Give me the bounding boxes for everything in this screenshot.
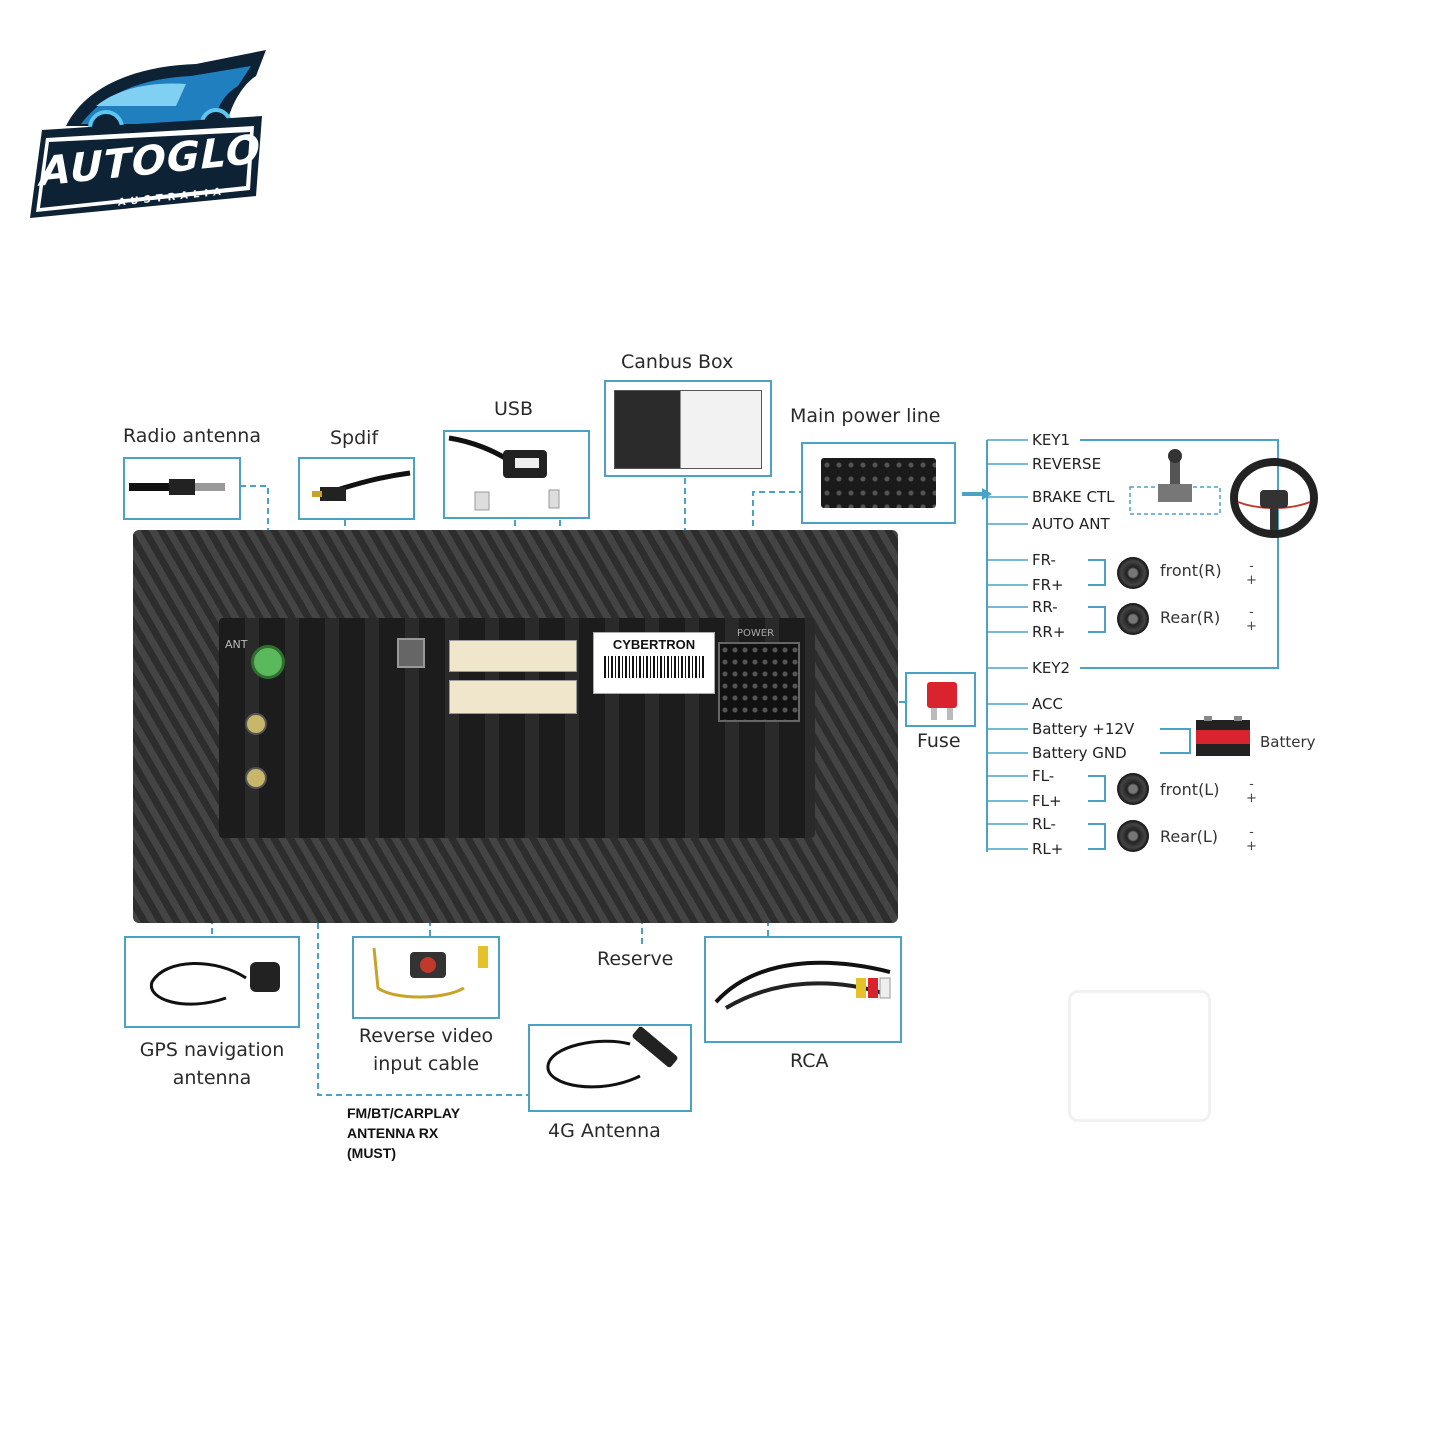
speaker-front-l-label: front(L): [1160, 780, 1220, 799]
power-socket[interactable]: [718, 642, 800, 722]
fuse-frame: [905, 672, 976, 727]
antenna-4g-icon: [546, 1026, 678, 1089]
speaker-rear-l-label: Rear(L): [1160, 827, 1219, 846]
canbus-box-frame: [604, 380, 772, 477]
usb-frame: [443, 430, 590, 519]
sticker-brand: CYBERTRON: [612, 637, 696, 652]
reverse-video-label: Reverse video input cable: [358, 1025, 494, 1075]
speaker-rear-r-label: Rear(R): [1160, 608, 1221, 627]
speaker-rear-l-icon: [1117, 820, 1149, 852]
reserve-label: Reserve: [597, 948, 674, 970]
wire-rr-plus: RR+: [1032, 623, 1066, 641]
speaker-rear-r-icon: [1117, 603, 1149, 635]
antenna-4g-label: 4G Antenna: [548, 1120, 661, 1142]
power-socket-label: POWER: [737, 628, 775, 639]
radio-antenna-label: Radio antenna: [123, 425, 261, 447]
wire-reverse: REVERSE: [1032, 455, 1102, 473]
reverse-camera-icon: [372, 946, 488, 999]
autoglo-logo: AUTOGLO AUSTRALIA: [26, 46, 271, 222]
spdif-frame: [298, 457, 415, 520]
back-arrow-watermark: [1068, 990, 1211, 1122]
radio-antenna-plug-icon: [129, 479, 225, 495]
wire-fr-plus: FR+: [1032, 576, 1064, 594]
battery-label: Battery: [1260, 733, 1316, 751]
logo-car-icon: [30, 50, 266, 218]
wire-rl-plus: RL+: [1032, 840, 1064, 858]
speaker-front-r-icon: [1117, 557, 1149, 589]
head-unit-back: ANT CYBERTRON POWER: [133, 530, 898, 923]
main-power-line-label: Main power line: [790, 405, 941, 427]
fuse-icon: [927, 682, 957, 720]
wire-battery-gnd: Battery GND: [1032, 744, 1127, 762]
gps-antenna-label: GPS navigation antenna: [139, 1039, 285, 1089]
wire-brake-ctl: BRAKE CTL: [1032, 488, 1115, 506]
front-r-polarity: -+: [1246, 559, 1257, 588]
spdif-cable-icon: [312, 470, 411, 501]
rca-frame: [704, 936, 902, 1043]
front-l-polarity: -+: [1246, 777, 1257, 806]
wire-battery-12v: Battery +12V: [1032, 720, 1135, 738]
fm-bt-carplay-note: FM/BT/CARPLAY ANTENNA RX (MUST): [347, 1105, 460, 1161]
gps-socket[interactable]: [245, 713, 267, 735]
ant-socket-label: ANT: [225, 638, 248, 651]
gps-antenna-icon: [149, 962, 280, 1006]
rx-antenna-socket[interactable]: [245, 767, 267, 789]
reverse-video-frame: [352, 936, 500, 1019]
spdif-label: Spdif: [330, 427, 379, 449]
sticker-barcode: [604, 656, 704, 678]
rca-label: RCA: [790, 1050, 829, 1072]
usb-cable-icon: [448, 435, 560, 511]
wire-key1: KEY1: [1032, 431, 1071, 449]
fuse-label: Fuse: [917, 730, 961, 752]
usb-connectors[interactable]: [449, 640, 577, 672]
battery-icon: [1196, 716, 1250, 756]
rear-l-polarity: -+: [1246, 825, 1257, 854]
cybertron-sticker: CYBERTRON: [593, 632, 715, 694]
gear-shifter-icon: [1158, 449, 1192, 502]
radio-antenna-socket[interactable]: [251, 645, 285, 679]
wire-fl-plus: FL+: [1032, 792, 1062, 810]
spdif-socket[interactable]: [397, 638, 425, 668]
gps-antenna-frame: [124, 936, 300, 1028]
radio-antenna-frame: [123, 457, 241, 520]
wire-key2: KEY2: [1032, 659, 1071, 677]
wire-rr-minus: RR-: [1032, 598, 1058, 616]
wire-acc: ACC: [1032, 695, 1063, 713]
speaker-front-r-label: front(R): [1160, 561, 1222, 580]
rear-r-polarity: -+: [1246, 605, 1257, 634]
wire-rl-minus: RL-: [1032, 815, 1056, 833]
antenna-4g-frame: [528, 1024, 692, 1112]
canbus-box-label: Canbus Box: [621, 351, 734, 373]
main-power-frame: [801, 442, 956, 524]
usb-label: USB: [494, 398, 534, 420]
steering-wheel-icon: [1230, 458, 1318, 538]
rca-harness-icon: [714, 960, 891, 1010]
rca-connectors[interactable]: [449, 680, 577, 714]
power-harness-plug-icon: [821, 458, 936, 508]
speaker-front-l-icon: [1117, 773, 1149, 805]
canbus-box-image: [614, 390, 762, 469]
wire-fl-minus: FL-: [1032, 767, 1055, 785]
wire-fr-minus: FR-: [1032, 551, 1056, 569]
wire-auto-ant: AUTO ANT: [1032, 515, 1110, 533]
